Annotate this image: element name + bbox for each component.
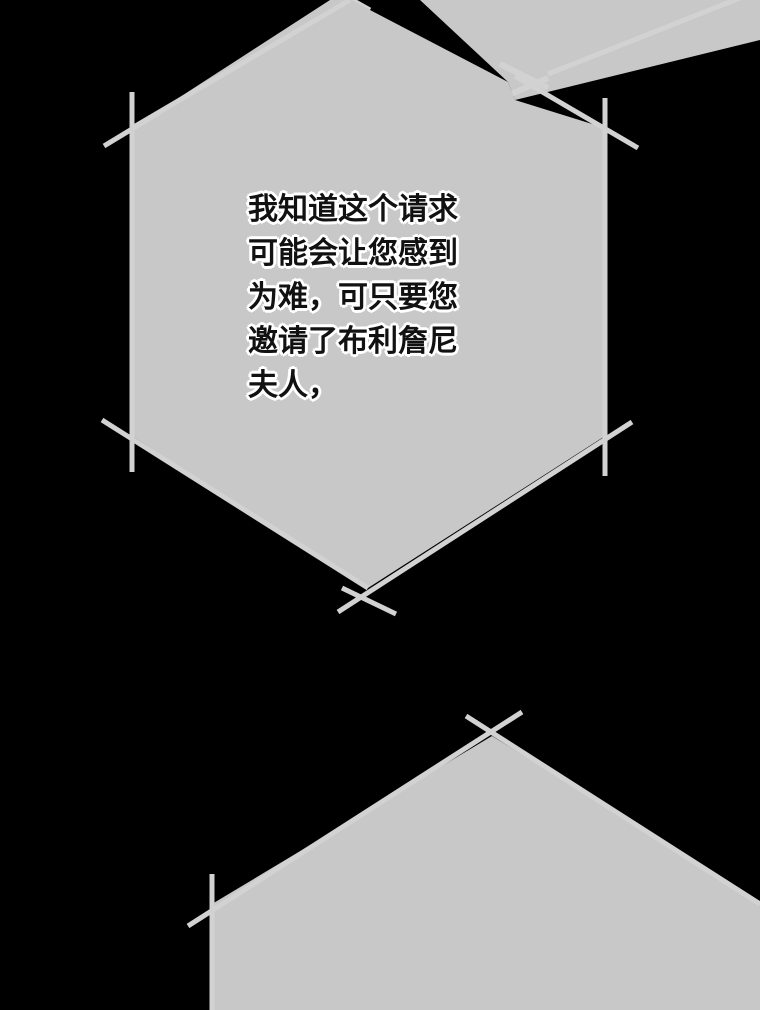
- caption-line-4: 邀请了布利詹尼: [248, 324, 458, 359]
- caption-line-5: 夫人，: [248, 368, 338, 403]
- main-hexagon: [100, 0, 640, 617]
- caption-line-2: 可能会让您感到: [248, 236, 458, 271]
- bottom-hexagon-fragment: [186, 709, 760, 1010]
- top-hexagon-fragment: [330, 0, 760, 101]
- speech-caption: 我知道这个请求 可能会让您感到 为难，可只要您 邀请了布利詹尼 夫人，: [248, 188, 498, 408]
- caption-line-3: 为难，可只要您: [248, 280, 458, 315]
- caption-line-1: 我知道这个请求: [248, 192, 458, 227]
